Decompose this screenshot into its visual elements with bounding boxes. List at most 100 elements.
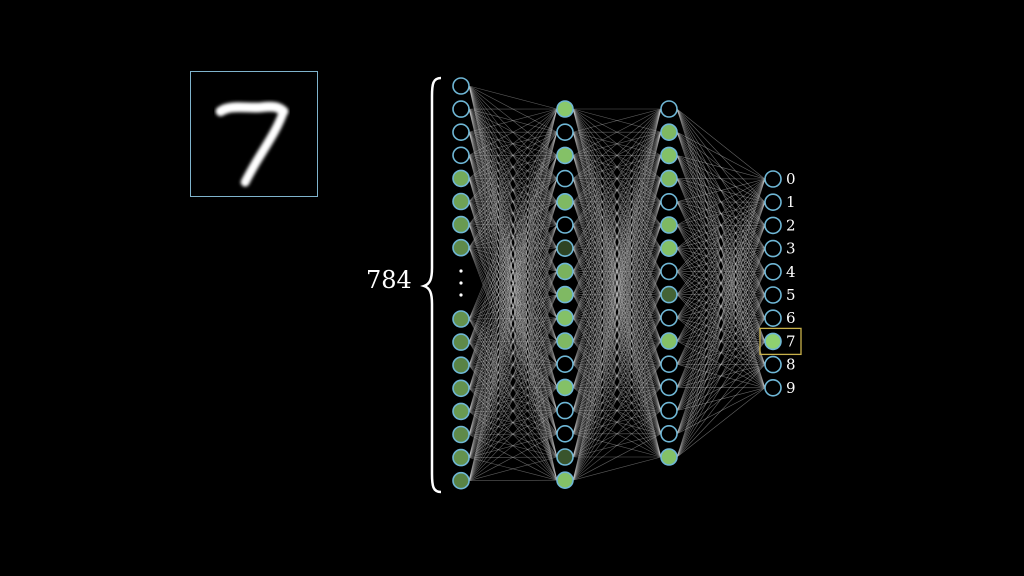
edge bbox=[468, 155, 558, 458]
hidden-2-neuron bbox=[660, 262, 678, 281]
edge bbox=[572, 387, 662, 435]
edge bbox=[572, 294, 662, 365]
edge bbox=[572, 247, 662, 272]
edge bbox=[572, 364, 662, 481]
hidden-1-neuron bbox=[556, 262, 574, 281]
edge bbox=[572, 178, 662, 318]
edge bbox=[572, 131, 662, 156]
edge bbox=[468, 294, 558, 343]
output-label: 9 bbox=[786, 379, 796, 397]
edge bbox=[468, 131, 558, 226]
edge bbox=[572, 294, 662, 458]
edge bbox=[572, 178, 662, 411]
edge bbox=[572, 248, 662, 388]
edge bbox=[572, 108, 662, 388]
edge bbox=[468, 411, 558, 458]
input-neuron bbox=[452, 238, 470, 257]
edge bbox=[468, 131, 558, 156]
edge bbox=[468, 433, 558, 481]
input-neuron bbox=[452, 100, 470, 118]
hidden-2-neuron bbox=[660, 378, 678, 397]
edge bbox=[572, 201, 662, 342]
edge bbox=[468, 108, 558, 156]
hidden-2-neuron bbox=[660, 424, 678, 443]
input-neuron bbox=[452, 192, 470, 211]
edge bbox=[572, 132, 662, 249]
edge bbox=[468, 178, 558, 318]
edge bbox=[572, 178, 662, 481]
edge bbox=[676, 271, 766, 458]
edge bbox=[572, 224, 662, 411]
edge bbox=[572, 132, 662, 434]
edge bbox=[572, 317, 662, 365]
hidden-1-neuron bbox=[556, 146, 574, 165]
edge bbox=[468, 248, 558, 389]
edge bbox=[468, 155, 558, 458]
edge bbox=[572, 340, 662, 435]
edge bbox=[468, 434, 558, 458]
edge bbox=[572, 340, 662, 388]
edge bbox=[468, 178, 558, 320]
hidden-2-neuron bbox=[660, 100, 678, 118]
edge bbox=[468, 294, 558, 320]
edge bbox=[468, 155, 558, 272]
edge bbox=[468, 201, 558, 481]
edge bbox=[572, 201, 662, 295]
edge bbox=[468, 363, 558, 366]
edge bbox=[468, 388, 558, 458]
edge bbox=[572, 201, 662, 458]
edge bbox=[572, 271, 662, 411]
edge bbox=[468, 85, 558, 411]
edge bbox=[468, 132, 558, 365]
edge bbox=[572, 108, 662, 388]
edge bbox=[468, 132, 558, 389]
edge bbox=[468, 363, 558, 435]
output-label: 7 bbox=[786, 332, 796, 350]
edge bbox=[468, 201, 558, 365]
edge bbox=[572, 224, 662, 319]
edge bbox=[572, 155, 662, 342]
edge bbox=[468, 108, 558, 225]
edge bbox=[468, 247, 558, 458]
edge bbox=[572, 387, 662, 481]
edge bbox=[468, 224, 558, 248]
edge bbox=[468, 224, 558, 481]
edge bbox=[676, 178, 766, 295]
edge bbox=[676, 387, 766, 458]
output-label: 1 bbox=[786, 193, 796, 211]
edge bbox=[572, 155, 662, 458]
edge bbox=[468, 201, 558, 343]
edge bbox=[468, 155, 558, 343]
edge bbox=[572, 340, 662, 458]
edge bbox=[468, 108, 558, 248]
edge bbox=[572, 108, 662, 411]
edge bbox=[572, 271, 662, 342]
edge bbox=[572, 248, 662, 365]
edge bbox=[572, 108, 662, 203]
digit-seven-image bbox=[215, 101, 289, 187]
edge bbox=[468, 108, 558, 389]
edge bbox=[468, 155, 558, 342]
output-neuron bbox=[764, 239, 782, 258]
edge bbox=[572, 155, 662, 365]
edge bbox=[468, 155, 558, 411]
output-label: 4 bbox=[786, 263, 796, 281]
edge bbox=[468, 108, 558, 133]
edge bbox=[572, 456, 662, 481]
edge bbox=[468, 132, 558, 481]
edge bbox=[468, 364, 558, 411]
edge bbox=[572, 132, 662, 342]
edge bbox=[572, 178, 662, 272]
neurons bbox=[452, 77, 782, 490]
edge bbox=[468, 178, 558, 458]
edge bbox=[468, 388, 558, 435]
edge bbox=[468, 317, 558, 343]
edge bbox=[468, 178, 558, 202]
edge bbox=[572, 155, 662, 458]
edge bbox=[468, 178, 558, 434]
edge bbox=[468, 201, 558, 434]
edge bbox=[572, 271, 662, 365]
input-neuron bbox=[452, 448, 470, 467]
edge bbox=[572, 108, 662, 226]
edge bbox=[572, 410, 662, 481]
